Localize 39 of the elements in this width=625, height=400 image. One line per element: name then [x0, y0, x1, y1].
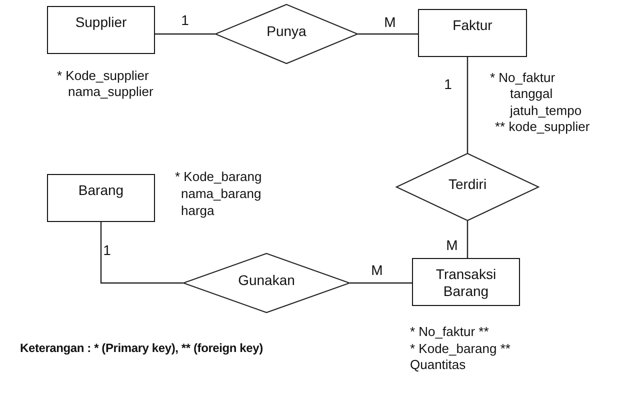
cardinality-label: M	[384, 14, 396, 30]
relationship-name: Gunakan	[238, 272, 295, 288]
relationship-diamond	[183, 253, 350, 313]
cardinality-label: 1	[103, 242, 111, 258]
attribute-text: * Kode_barang **	[410, 340, 510, 356]
connector-line	[358, 33, 418, 35]
cardinality-label: M	[371, 262, 383, 278]
attribute-text: jatuh_tempo	[510, 102, 582, 118]
relationship-diamond	[396, 153, 539, 221]
entity-name: Transaksi Barang	[434, 266, 498, 300]
relationship-name: Punya	[266, 22, 306, 40]
attribute-text: * No_faktur **	[410, 324, 489, 339]
attribute-text: Quantitas	[410, 357, 466, 372]
attribute-text: tanggal	[510, 86, 553, 102]
cardinality-label: 1	[181, 12, 189, 28]
entity-box	[47, 6, 155, 54]
connector-line	[350, 282, 412, 284]
attribute-text: nama_supplier	[68, 84, 154, 99]
attribute-text: nama_barang	[181, 186, 262, 201]
cardinality-label: M	[446, 237, 458, 253]
entity-box	[47, 174, 155, 222]
connector-line	[100, 222, 183, 284]
relationship-name: Terdiri	[448, 176, 487, 192]
connector-line	[466, 57, 468, 153]
entity-name: Supplier	[75, 14, 127, 31]
entity-name: Barang	[78, 182, 124, 199]
attribute-text: * Kode_barang	[175, 169, 262, 184]
connector-line	[155, 33, 215, 35]
entity-box	[418, 9, 527, 57]
note-text: Keterangan : * (Primary key), ** (foreign key)	[20, 341, 263, 355]
relationship-diamond	[215, 4, 358, 64]
attribute-text: harga	[181, 203, 214, 218]
attribute-text: * Kode_supplier	[57, 68, 149, 83]
attribute-text: ** kode_supplier	[495, 118, 590, 134]
connector-line	[466, 221, 468, 258]
cardinality-label: 1	[444, 76, 452, 92]
entity-name: Faktur	[452, 17, 492, 34]
entity-box	[412, 258, 520, 306]
attribute-text: * No_faktur	[490, 70, 556, 85]
